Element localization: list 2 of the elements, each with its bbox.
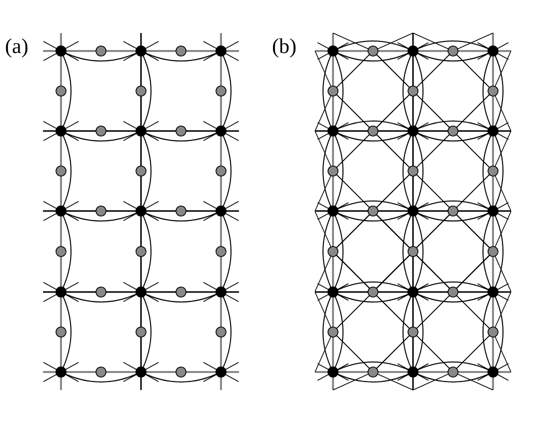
panel-label: (b) xyxy=(272,36,296,57)
panel-label: (a) xyxy=(5,36,28,57)
